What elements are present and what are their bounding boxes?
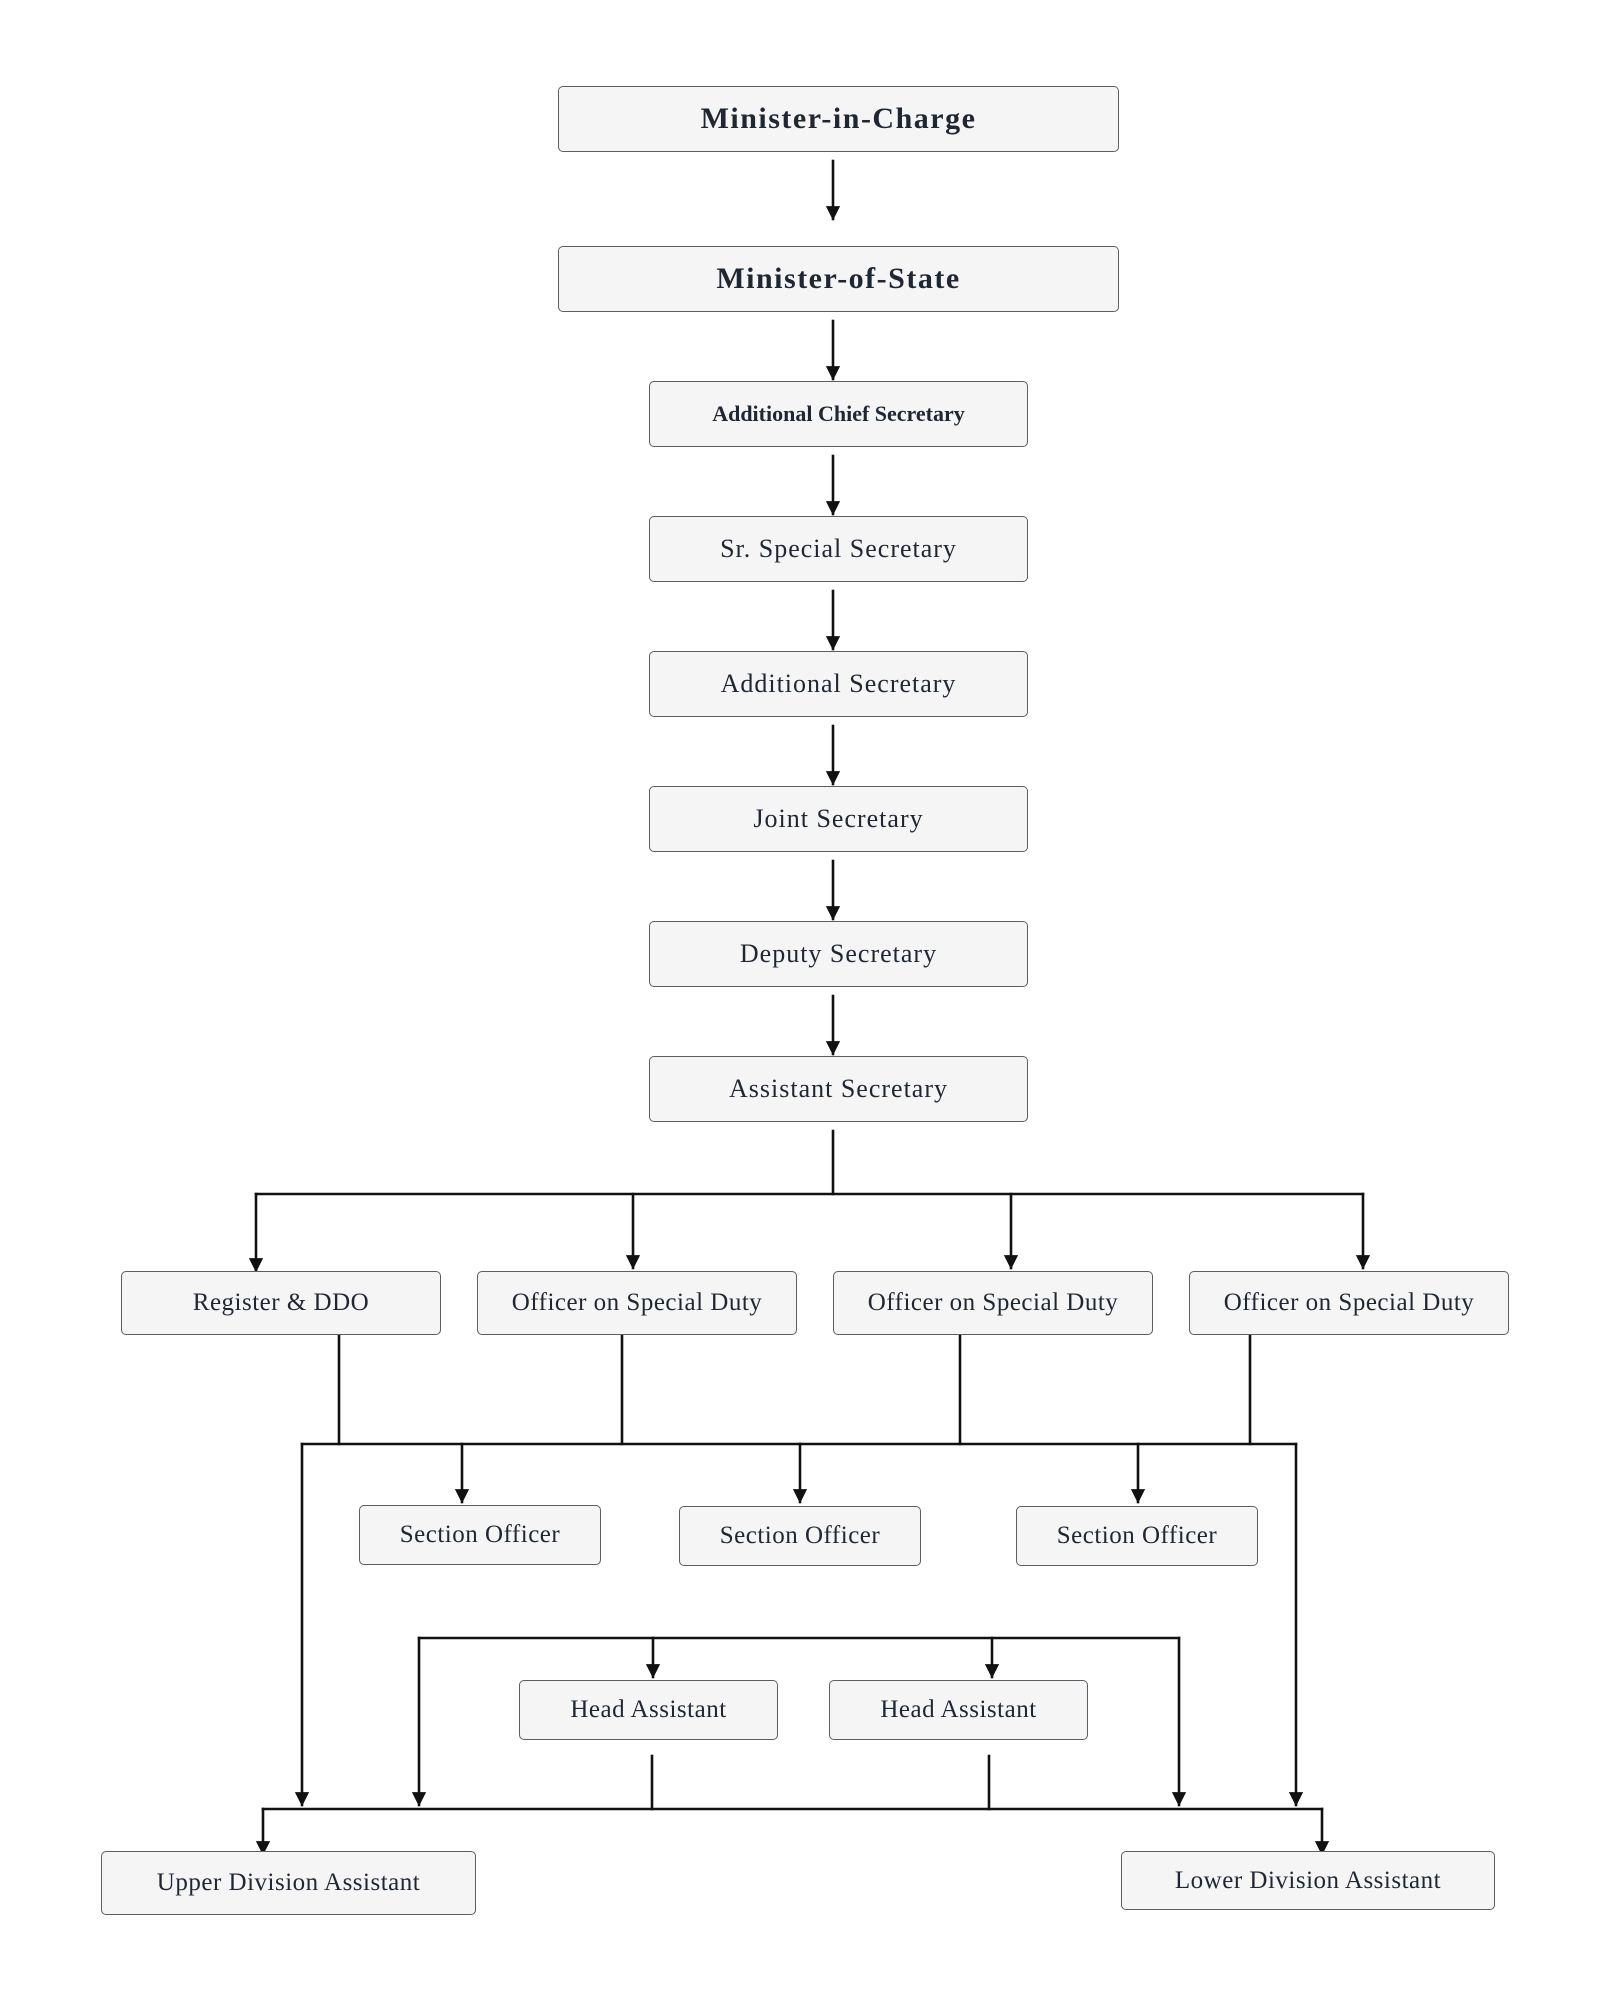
node-officer-on-special-duty-3: Officer on Special Duty xyxy=(1189,1271,1509,1335)
node-label: Lower Division Assistant xyxy=(1174,1866,1442,1894)
node-label: Section Officer xyxy=(719,1522,881,1549)
node-section-officer-1: Section Officer xyxy=(359,1505,601,1565)
node-label: Upper Division Assistant xyxy=(156,1869,421,1896)
node-label: Additional Chief Secretary xyxy=(712,401,965,426)
node-label: Joint Secretary xyxy=(753,804,924,833)
node-label: Minister-in-Charge xyxy=(700,102,977,135)
node-officer-on-special-duty-1: Officer on Special Duty xyxy=(477,1271,797,1335)
node-lower-division-assistant: Lower Division Assistant xyxy=(1121,1851,1495,1910)
node-additional-chief-secretary: Additional Chief Secretary xyxy=(649,381,1028,447)
node-label: Section Officer xyxy=(399,1521,561,1548)
node-joint-secretary: Joint Secretary xyxy=(649,786,1028,852)
node-section-officer-3: Section Officer xyxy=(1016,1506,1258,1566)
node-label: Head Assistant xyxy=(570,1696,727,1723)
node-label: Officer on Special Duty xyxy=(1223,1289,1475,1316)
node-label: Minister-of-State xyxy=(716,262,961,295)
node-register-ddo: Register & DDO xyxy=(121,1271,441,1335)
node-head-assistant-2: Head Assistant xyxy=(829,1680,1088,1740)
node-assistant-secretary: Assistant Secretary xyxy=(649,1056,1028,1122)
node-additional-secretary: Additional Secretary xyxy=(649,651,1028,717)
node-label: Assistant Secretary xyxy=(728,1074,948,1103)
node-sr-special-secretary: Sr. Special Secretary xyxy=(649,516,1028,582)
node-section-officer-2: Section Officer xyxy=(679,1506,921,1566)
node-label: Additional Secretary xyxy=(720,669,957,698)
node-label: Officer on Special Duty xyxy=(511,1289,763,1316)
node-label: Deputy Secretary xyxy=(739,939,938,968)
node-label: Section Officer xyxy=(1056,1522,1218,1549)
node-label: Register & DDO xyxy=(192,1289,370,1316)
node-deputy-secretary: Deputy Secretary xyxy=(649,921,1028,987)
node-officer-on-special-duty-2: Officer on Special Duty xyxy=(833,1271,1153,1335)
node-label: Sr. Special Secretary xyxy=(720,534,957,563)
node-upper-division-assistant: Upper Division Assistant xyxy=(101,1851,476,1915)
node-head-assistant-1: Head Assistant xyxy=(519,1680,778,1740)
node-label: Head Assistant xyxy=(880,1696,1037,1723)
node-label: Officer on Special Duty xyxy=(867,1289,1119,1316)
node-minister-of-state: Minister-of-State xyxy=(558,246,1119,312)
node-minister-in-charge: Minister-in-Charge xyxy=(558,86,1119,152)
